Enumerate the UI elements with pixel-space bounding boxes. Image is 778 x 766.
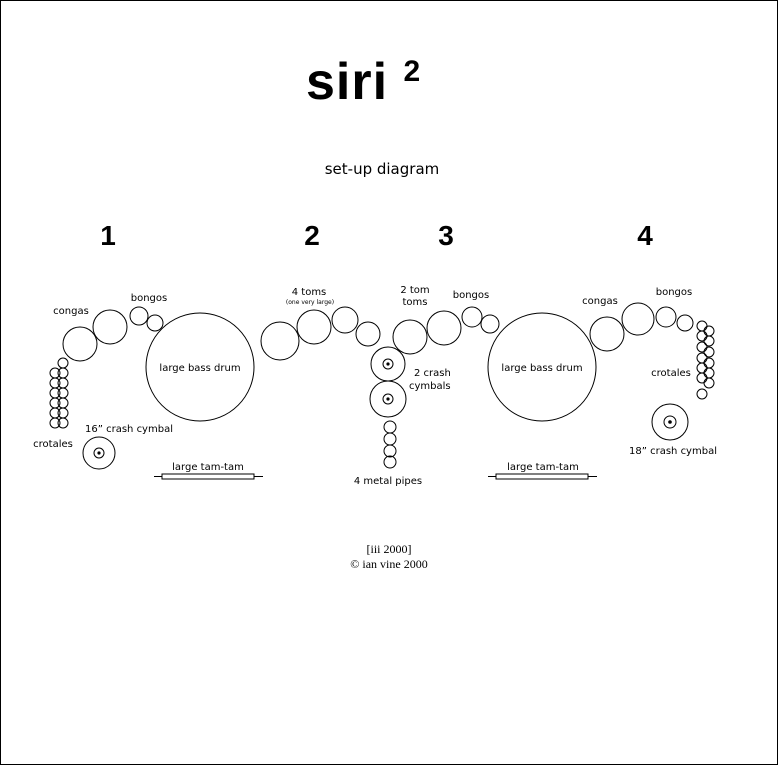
- crotale: [703, 377, 715, 389]
- crotale: [696, 362, 708, 374]
- player-number-2: 2: [304, 220, 320, 251]
- two-tom-toms-label-line1: 2 tom: [400, 285, 429, 296]
- crotale: [696, 320, 708, 332]
- crotales-set: [696, 320, 715, 400]
- crotale: [703, 335, 715, 347]
- one-very-large-label: (one very large): [286, 299, 334, 306]
- crotale: [703, 367, 715, 379]
- bongo-drum: [129, 306, 149, 326]
- crash-cymbal-stand-icon: [386, 362, 390, 366]
- tam-tam: [495, 473, 589, 480]
- crotale: [696, 330, 708, 342]
- conga-drum: [62, 326, 98, 362]
- player-2-setup: 4 toms (one very large) 2 crash cymbals …: [260, 287, 451, 487]
- bongos-label: bongos: [131, 293, 167, 304]
- crotale: [696, 372, 708, 384]
- metal-pipe: [383, 420, 397, 434]
- crash-16-label: 16” crash cymbal: [85, 424, 173, 435]
- title-main: siri: [306, 53, 388, 111]
- player-number-3: 3: [438, 220, 454, 251]
- crotale: [696, 352, 708, 364]
- metal-pipe: [383, 455, 397, 469]
- player-number-4: 4: [637, 220, 653, 251]
- large-tam-tam-label: large tam-tam: [172, 462, 244, 473]
- crotale: [703, 346, 715, 358]
- bongos-label: bongos: [453, 290, 489, 301]
- bongo-drum: [676, 314, 694, 332]
- large-bass-drum: [487, 312, 597, 422]
- bongo-drum: [461, 306, 483, 328]
- player-1-setup: congas bongos large bass drum: [33, 293, 263, 480]
- crash-cymbal: [651, 403, 689, 441]
- large-tam-tam-label: large tam-tam: [507, 462, 579, 473]
- crotale: [703, 357, 715, 369]
- crotale: [703, 325, 715, 337]
- player-number-1: 1: [100, 220, 116, 251]
- bongo-drum: [146, 314, 164, 332]
- congas-label: congas: [53, 306, 89, 317]
- crash-cymbal-stand-icon: [668, 420, 672, 424]
- crash-cymbal-bell: [93, 447, 105, 459]
- metal-pipe: [383, 444, 397, 458]
- four-toms-label: 4 toms: [292, 287, 327, 298]
- large-bass-drum: [145, 312, 255, 422]
- crash-cymbal: [369, 380, 407, 418]
- diagram-subtitle: set-up diagram: [325, 160, 440, 178]
- conga-drum: [589, 316, 625, 352]
- title-superscript: 2: [404, 55, 422, 88]
- crotales-label: crotales: [33, 439, 73, 450]
- congas-label: congas: [582, 296, 618, 307]
- crash-cymbal-stand-icon: [386, 397, 390, 401]
- crash-cymbal: [82, 436, 116, 470]
- crash-18-label: 18” crash cymbal: [629, 446, 717, 457]
- metal-pipe: [383, 432, 397, 446]
- crotale: [696, 388, 708, 400]
- two-tom-toms-label-line2: toms: [403, 297, 428, 308]
- copyright-note: © ian vine 2000: [350, 557, 427, 571]
- crash-cymbal-bell: [663, 415, 677, 429]
- bongos-label: bongos: [656, 287, 692, 298]
- crotales-label: crotales: [651, 368, 691, 379]
- tom-drum: [426, 310, 462, 346]
- conga-drum: [621, 302, 655, 336]
- crash-cymbal-bell: [382, 393, 394, 405]
- crotale: [49, 417, 61, 429]
- large-bass-drum-label: large bass drum: [159, 363, 240, 374]
- bongo-drum: [655, 306, 677, 328]
- piece-title: siri 2: [306, 53, 421, 111]
- crash-cymbal-stand-icon: [97, 451, 101, 455]
- tom-drum: [260, 321, 300, 361]
- tam-tam: [161, 473, 255, 480]
- tom-drum: [331, 306, 359, 334]
- tom-drum: [355, 321, 381, 347]
- conga-drum: [92, 309, 128, 345]
- tom-drum: [296, 309, 332, 345]
- tom-drum: [392, 319, 428, 355]
- crotale: [696, 341, 708, 353]
- player-3-setup: 2 tom toms bongos large bass drum large …: [392, 285, 597, 480]
- large-bass-drum-label: large bass drum: [501, 363, 582, 374]
- crash-cymbal-bell: [382, 358, 394, 370]
- bongo-drum: [480, 314, 500, 334]
- two-crash-label-line1: 2 crash: [414, 368, 451, 379]
- crotale: [57, 357, 69, 369]
- metal-pipes-label: 4 metal pipes: [354, 476, 422, 487]
- date-note: [iii 2000]: [367, 542, 412, 556]
- player-4-setup: congas bongos crotales: [582, 287, 717, 457]
- crotales-set: [49, 357, 69, 429]
- two-crash-label-line2: cymbals: [409, 381, 451, 392]
- crotale: [57, 417, 69, 429]
